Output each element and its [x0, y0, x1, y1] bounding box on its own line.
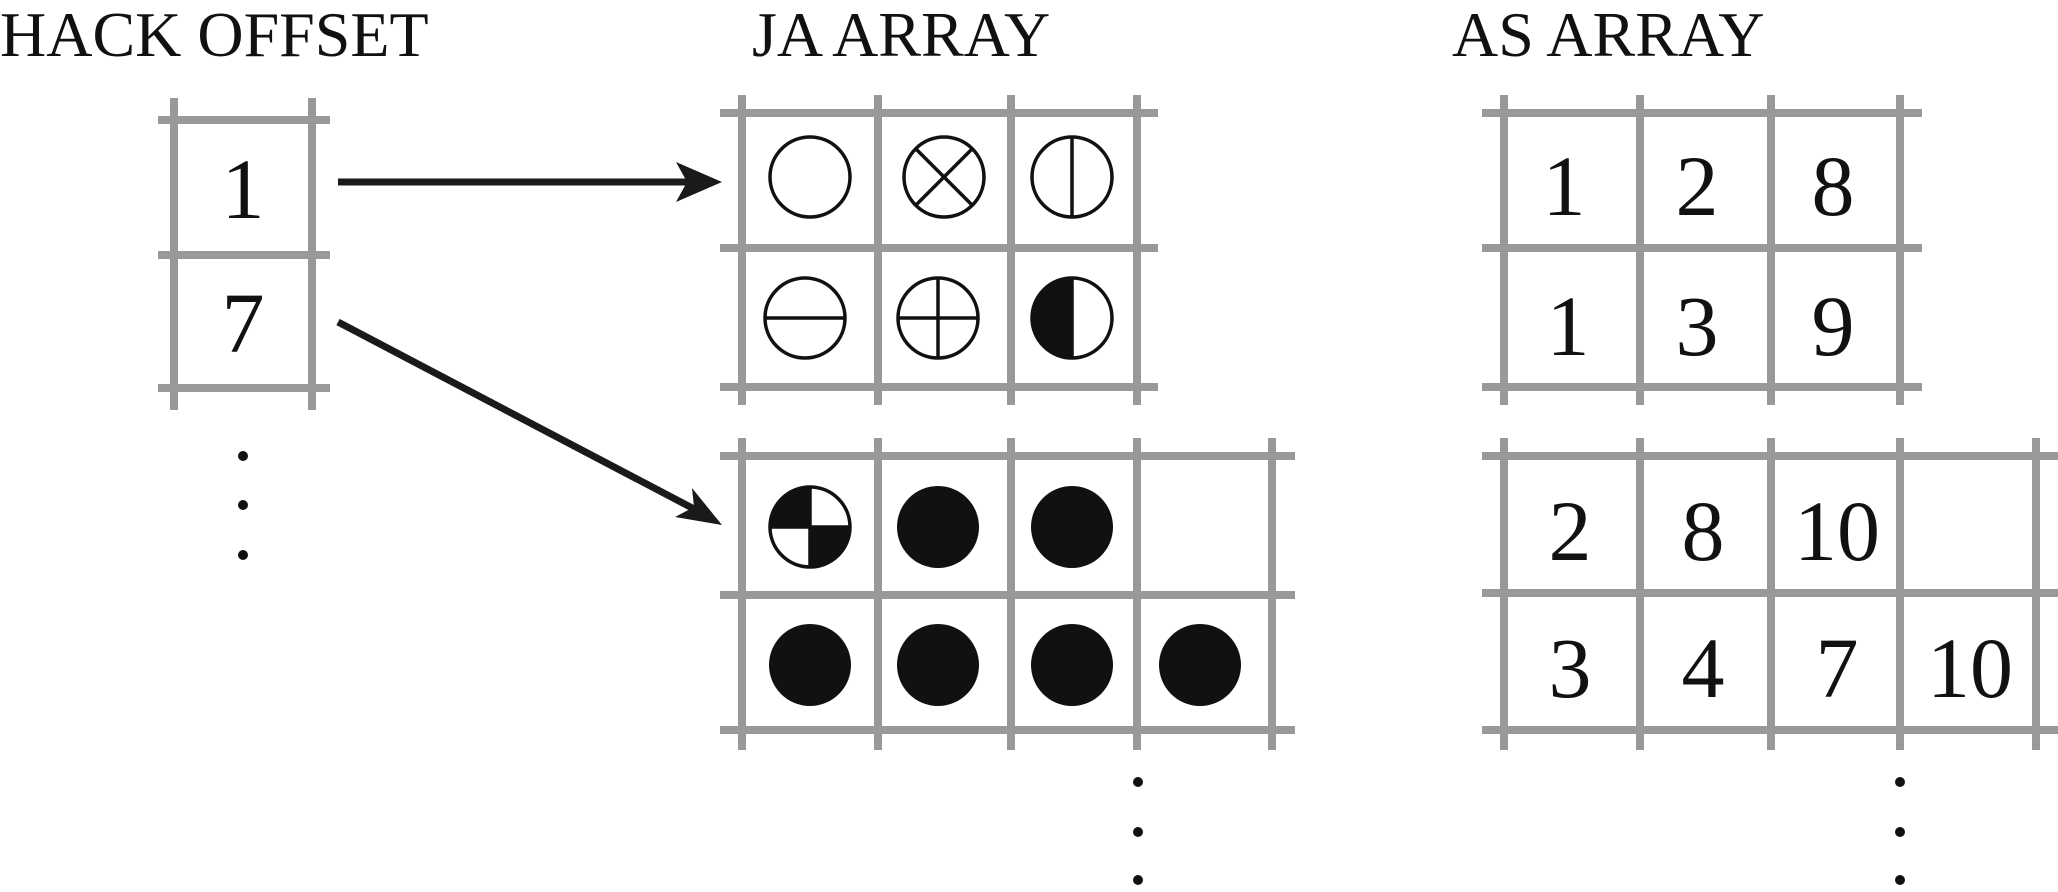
as-array-value: 10	[1927, 620, 2013, 716]
circle-x-icon	[902, 135, 986, 219]
as-array-block-2-grid	[1482, 438, 2058, 750]
as-array-value: 8	[1812, 138, 1855, 234]
circle-plus-icon	[896, 276, 980, 360]
as-array-block-1-grid	[1482, 95, 1922, 405]
as-array-value: 4	[1682, 620, 1725, 716]
as-array-value: 7	[1816, 620, 1859, 716]
circle-vertical-line-icon	[1030, 135, 1114, 219]
circle-quarter-filled-icon	[768, 485, 852, 569]
ja-array-continuation-dots	[1133, 777, 1143, 885]
as-array-value: 2	[1676, 138, 1719, 234]
as-array-value: 9	[1812, 278, 1855, 374]
as-array-title: AS ARRAY	[1452, 0, 1764, 70]
circle-filled-icon	[1159, 624, 1241, 706]
circle-horizontal-line-icon	[763, 276, 847, 360]
as-array-value: 3	[1676, 278, 1719, 374]
pointer-arrow-to-second-block	[336, 318, 722, 525]
as-array-continuation-dots	[1895, 777, 1905, 885]
ja-array-block-2-grid	[720, 438, 1295, 750]
circle-empty-icon	[768, 135, 852, 219]
as-array-value: 1	[1543, 138, 1586, 234]
ja-array-block-1-grid	[720, 95, 1158, 405]
pointer-arrow-to-first-block	[338, 162, 722, 202]
circle-left-half-filled-icon	[1030, 276, 1114, 360]
as-array-value: 2	[1549, 483, 1592, 579]
as-array-value: 8	[1682, 483, 1725, 579]
hack-offset-value: 7	[222, 275, 265, 371]
circle-filled-icon	[1031, 624, 1113, 706]
hack-offset-grid	[158, 98, 330, 410]
hack-offset-continuation-dots	[238, 451, 248, 560]
circle-filled-icon	[1031, 486, 1113, 568]
ja-array-title: JA ARRAY	[752, 0, 1050, 70]
as-array-value: 3	[1549, 620, 1592, 716]
as-array-value: 10	[1794, 483, 1880, 579]
hack-offset-value: 1	[222, 141, 265, 237]
hack-offset-title: HACK OFFSET	[0, 0, 429, 70]
circle-filled-icon	[897, 624, 979, 706]
circle-filled-icon	[769, 624, 851, 706]
circle-filled-icon	[897, 486, 979, 568]
as-array-value: 1	[1547, 278, 1590, 374]
